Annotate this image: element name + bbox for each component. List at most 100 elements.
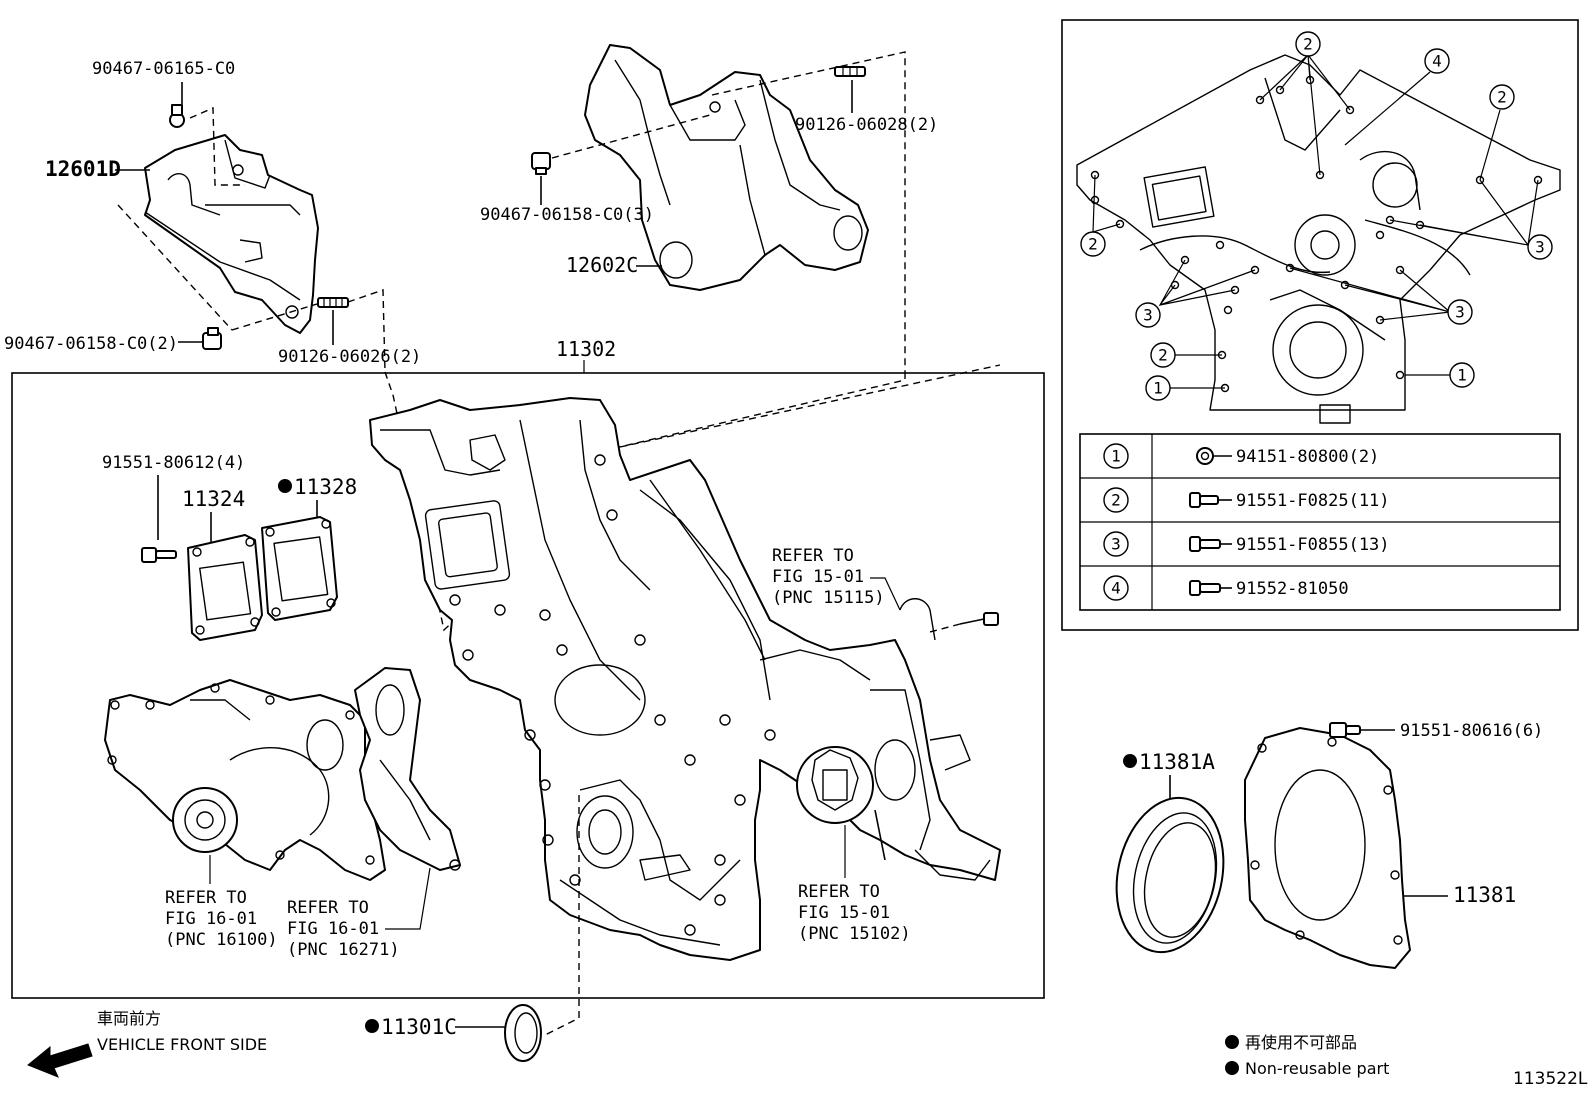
stud-90126-06026 (317, 297, 349, 308)
inset-callout-2-lower: 2 (1150, 342, 1222, 368)
inset-callout-3-left: 3 (1135, 259, 1256, 328)
gasket-11328 (261, 516, 338, 621)
svg-text:Non-reusable part: Non-reusable part (1245, 1059, 1389, 1078)
svg-text:94151-80800(2): 94151-80800(2) (1236, 447, 1379, 467)
label-90467-06158-3: 90467-06158-C0(3) (480, 205, 654, 225)
main-group-frame (11, 372, 1045, 999)
bracket-12601D (144, 134, 319, 334)
bolt-90467-06158-b (531, 152, 551, 175)
cover-12602C (584, 44, 869, 291)
bolt-90467-06158-a (202, 327, 222, 350)
svg-text:3: 3 (1455, 303, 1465, 322)
svg-text:3: 3 (1111, 535, 1121, 554)
bolt-table (1079, 433, 1561, 611)
inset-callout-2-left: 2 (1080, 174, 1121, 257)
water-pump-gasket (354, 667, 461, 871)
inset-callout-2-top: 2 (1259, 31, 1351, 176)
svg-text:FIG 16-01: FIG 16-01 (165, 909, 257, 929)
svg-text:再使用不可部品: 再使用不可部品 (1245, 1033, 1357, 1052)
bolt-table-row-4: 4 91552-81050 (1103, 575, 1349, 601)
svg-text:3: 3 (1535, 238, 1545, 257)
label-11302: 11302 (556, 337, 616, 361)
legend-nonreusable: 再使用不可部品 Non-reusable part (1225, 1033, 1389, 1078)
water-pump (104, 679, 386, 881)
inset-callout-2-right: 2 (1479, 84, 1515, 181)
oil-seal-11381A (1115, 796, 1225, 954)
label-90467-06158-2: 90467-06158-C0(2) (4, 334, 178, 354)
svg-text:4: 4 (1111, 579, 1121, 598)
svg-text:(PNC 15102): (PNC 15102) (798, 924, 911, 944)
svg-text:1: 1 (1111, 447, 1121, 466)
front-label-jp: 車両前方 (97, 1009, 161, 1028)
inset-callout-4: 4 (1344, 48, 1450, 146)
svg-text:REFER TO: REFER TO (287, 898, 369, 918)
nonreusable-dot-11381A (1123, 754, 1137, 768)
svg-text:(PNC 15115): (PNC 15115) (772, 588, 885, 608)
inset-callout-3-center: 3 (1289, 267, 1473, 325)
inset-callout-3-right: 3 (1389, 179, 1553, 260)
svg-text:3: 3 (1143, 306, 1153, 325)
label-91551-80616: 91551-80616(6) (1400, 721, 1543, 741)
front-label-en: VEHICLE FRONT SIDE (97, 1035, 267, 1054)
label-12602C: 12602C (566, 253, 638, 277)
svg-text:(PNC 16100): (PNC 16100) (165, 930, 278, 950)
svg-text:91551-F0825(11): 91551-F0825(11) (1236, 491, 1390, 511)
svg-text:91551-F0855(13): 91551-F0855(13) (1236, 535, 1390, 555)
inset-callout-1-right: 1 (1405, 362, 1475, 388)
svg-text:(PNC 16271): (PNC 16271) (287, 940, 400, 960)
svg-text:91552-81050: 91552-81050 (1236, 579, 1349, 599)
nut-icon (1196, 447, 1214, 465)
svg-text:FIG 15-01: FIG 15-01 (798, 903, 890, 923)
svg-text:1: 1 (1457, 366, 1467, 385)
label-11381A: 11381A (1139, 750, 1215, 774)
oil-seal-11301C (504, 1004, 542, 1062)
inset-cover-outline (1076, 54, 1561, 424)
svg-text:REFER TO: REFER TO (798, 882, 880, 902)
label-11324: 11324 (182, 487, 245, 511)
label-90126-06026: 90126-06026(2) (278, 347, 421, 367)
svg-text:2: 2 (1158, 346, 1168, 365)
svg-text:2: 2 (1497, 88, 1507, 107)
bolt-icon (1189, 536, 1221, 552)
svg-text:REFER TO: REFER TO (772, 546, 854, 566)
vehicle-front-arrow-icon (27, 1043, 93, 1078)
bolt-table-row-2: 2 91551-F0825(11) (1103, 487, 1390, 513)
note-refer-16100: REFER TO FIG 16-01 (PNC 16100) (165, 855, 278, 950)
label-90467-06165: 90467-06165-C0 (92, 59, 235, 79)
label-90126-06028: 90126-06028(2) (795, 115, 938, 135)
bolt-icon (1189, 580, 1221, 596)
svg-text:2: 2 (1303, 35, 1313, 54)
label-11301C: 11301C (381, 1015, 457, 1039)
label-12601D: 12601D (45, 157, 121, 181)
timing-cover-11302 (369, 397, 1001, 961)
inset-callout-1-left: 1 (1145, 375, 1225, 401)
bolt-icon (1189, 492, 1219, 508)
label-91551-80612: 91551-80612(4) (102, 453, 245, 473)
note-refer-15102: REFER TO FIG 15-01 (PNC 15102) (798, 825, 911, 944)
bolt-15115-side (959, 612, 999, 626)
nonreusable-dot-11301C (365, 1019, 379, 1033)
nonreusable-dot-11328 (278, 479, 292, 493)
svg-text:2: 2 (1111, 491, 1121, 510)
inset-frame (1061, 19, 1579, 631)
bolt-90467-06165 (169, 82, 185, 128)
svg-text:2: 2 (1088, 235, 1098, 254)
bolt-table-row-1: 1 94151-80800(2) (1103, 443, 1379, 469)
retainer-11381 (1244, 727, 1411, 969)
bolt-91551-80616 (1329, 722, 1361, 738)
figure-code: 113522L (1513, 1069, 1588, 1089)
svg-text:FIG 15-01: FIG 15-01 (772, 567, 864, 587)
svg-text:REFER TO: REFER TO (165, 888, 247, 908)
svg-text:1: 1 (1153, 379, 1163, 398)
stud-90126-06028 (834, 66, 866, 77)
note-refer-16271: REFER TO FIG 16-01 (PNC 16271) (287, 867, 431, 960)
label-11381: 11381 (1453, 883, 1516, 907)
label-11328: 11328 (294, 475, 357, 499)
svg-text:4: 4 (1432, 52, 1442, 71)
bolt-91551-80612 (141, 547, 177, 563)
cover-plate-11324 (187, 534, 263, 641)
note-refer-15115: REFER TO FIG 15-01 (PNC 15115) (772, 546, 901, 611)
bolt-table-row-3: 3 91551-F0855(13) (1103, 531, 1390, 557)
svg-text:FIG 16-01: FIG 16-01 (287, 919, 379, 939)
